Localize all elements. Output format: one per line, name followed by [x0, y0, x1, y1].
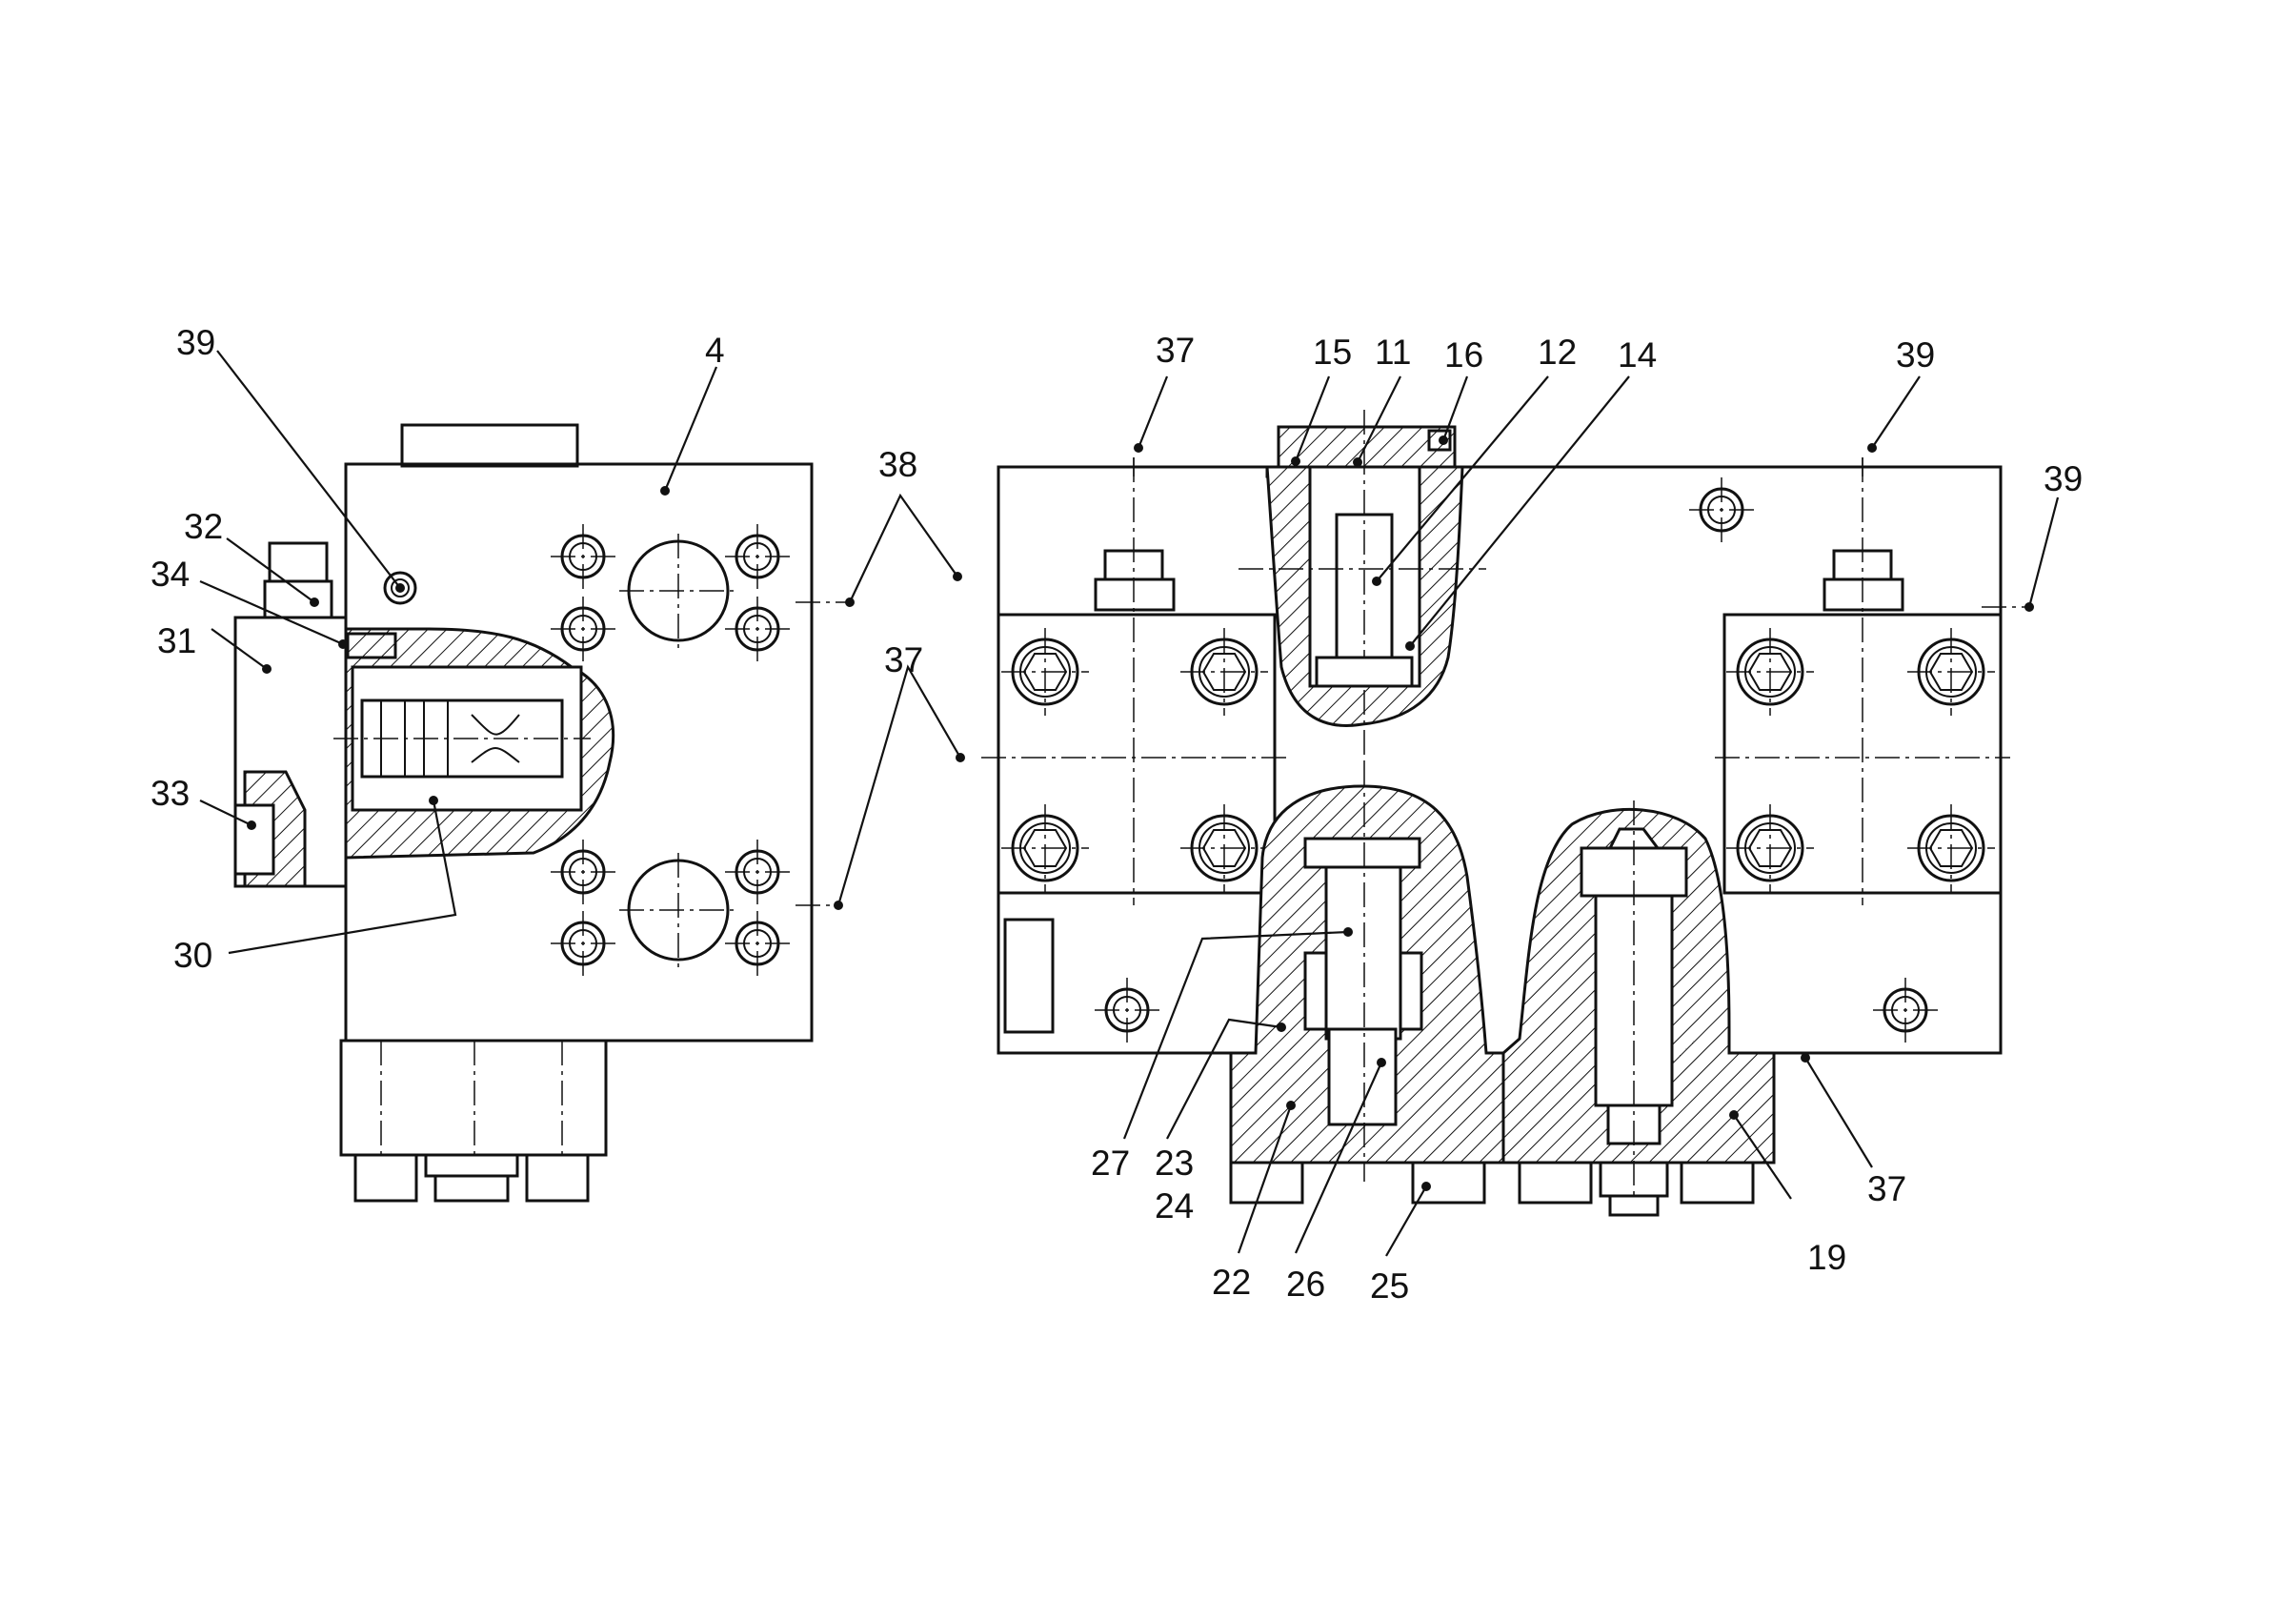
- label-24: 24: [1155, 1186, 1194, 1225]
- right-front-view: [981, 410, 2029, 1217]
- label-30: 30: [173, 936, 212, 975]
- label-32: 32: [184, 507, 223, 546]
- label-27: 27: [1091, 1144, 1130, 1183]
- label-37-top: 37: [1156, 331, 1195, 370]
- label-33: 33: [151, 774, 190, 813]
- label-22: 22: [1212, 1263, 1251, 1302]
- label-14: 14: [1618, 335, 1657, 375]
- label-11: 11: [1375, 333, 1411, 372]
- label-34: 34: [151, 555, 190, 594]
- label-38: 38: [878, 445, 917, 484]
- label-25: 25: [1370, 1266, 1409, 1306]
- label-15: 15: [1313, 333, 1352, 372]
- label-12: 12: [1538, 333, 1577, 372]
- part-labels: 39 4 32 34 31 33 30 38 37 37 15 11 16 12…: [151, 323, 2083, 1306]
- label-37-bottom: 37: [1867, 1169, 1906, 1208]
- label-31: 31: [157, 621, 196, 660]
- label-16: 16: [1444, 335, 1483, 375]
- label-26: 26: [1286, 1265, 1325, 1304]
- left-side-view: [233, 423, 848, 1203]
- label-39-top-right: 39: [1896, 335, 1935, 375]
- callouts: [199, 350, 2060, 1257]
- label-23: 23: [1155, 1144, 1194, 1183]
- label-37-mid: 37: [884, 640, 923, 679]
- label-4: 4: [705, 331, 725, 370]
- label-19: 19: [1807, 1238, 1846, 1277]
- label-39-left: 39: [176, 323, 215, 362]
- label-39-right: 39: [2044, 459, 2083, 498]
